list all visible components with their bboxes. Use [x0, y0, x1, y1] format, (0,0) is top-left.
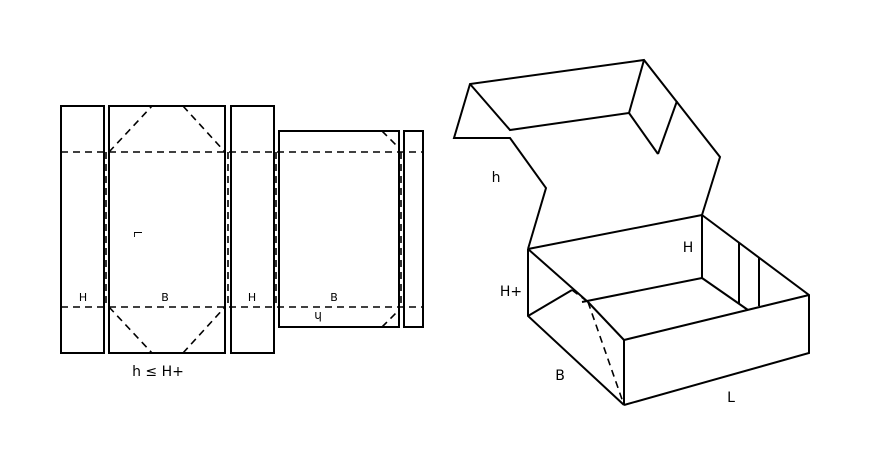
net-fold-lines — [61, 105, 423, 354]
box-label-height: H — [683, 240, 694, 256]
net-label-length: L — [131, 231, 144, 238]
net-label-height-left: H — [79, 291, 87, 304]
box-label-height-plus: H+ — [500, 284, 522, 300]
box-label-lid-flap: h — [492, 170, 501, 186]
net-label-height-middle: H — [248, 291, 256, 304]
box-3d: h H H+ B L — [452, 58, 810, 406]
net-side-panel-middle — [230, 105, 275, 354]
box-label-width: B — [555, 368, 565, 384]
box-lid — [452, 58, 722, 250]
net-bottom-panel — [108, 105, 226, 354]
box-body — [527, 214, 810, 406]
net-label-width-lid: B — [330, 291, 338, 304]
net-condition-text: h ≤ H+ — [132, 364, 184, 380]
box-label-length: L — [727, 390, 735, 406]
net-label-lid-flap: h — [314, 309, 322, 323]
net-lid-panel — [278, 130, 400, 328]
net-side-panel-left — [60, 105, 105, 354]
net-label-width-main: B — [161, 291, 169, 304]
net-side-flap-right — [403, 130, 424, 328]
flat-net: L H B H B h h ≤ H+ — [60, 105, 424, 380]
